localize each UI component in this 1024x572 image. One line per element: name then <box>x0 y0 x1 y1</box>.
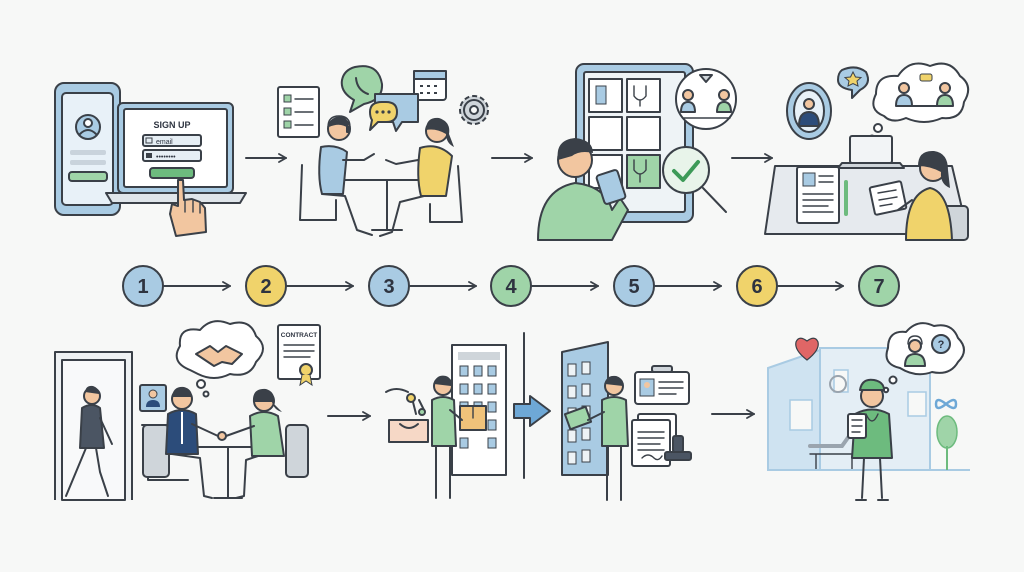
help-bubble-text: ? <box>938 339 945 351</box>
search-check-icon <box>662 146 727 213</box>
contract-heading: CONTRACT <box>281 332 317 339</box>
step-timeline: 1 2 3 4 5 6 7 <box>122 265 900 307</box>
person-with-tablet <box>537 138 629 241</box>
step-3-number: 3 <box>383 276 394 298</box>
tablet-illustration <box>575 63 694 223</box>
laptop-illustration: SIGN UP email •••••••• <box>105 102 247 204</box>
step-4-number: 4 <box>505 276 517 298</box>
step-6-number: 6 <box>751 276 762 298</box>
step-5-number: 5 <box>628 276 639 298</box>
id-card-icon <box>634 365 690 405</box>
panel-consultation <box>277 65 489 237</box>
step-1-circle <box>122 265 164 307</box>
phone-illustration <box>54 82 121 216</box>
woman-seated <box>225 388 285 499</box>
stamp-icon <box>664 435 692 461</box>
magnifier-zoom-icon <box>675 68 737 130</box>
panel-browse <box>537 63 737 241</box>
step-3-circle <box>368 265 410 307</box>
step-2: 2 <box>245 265 287 307</box>
businessman-seated <box>165 386 219 499</box>
checklist-icon <box>277 86 320 138</box>
thought-cloud-meeting <box>868 62 970 142</box>
step-6-circle <box>736 265 778 307</box>
step-3: 3 <box>368 265 410 307</box>
signup-heading: SIGN UP <box>153 120 190 130</box>
reviewer-woman <box>868 150 969 241</box>
step-1-number: 1 <box>137 276 148 298</box>
desk-laptop <box>837 135 905 169</box>
client-woman <box>379 117 463 237</box>
star-bubble-icon <box>837 66 869 99</box>
resume-document <box>796 166 840 224</box>
password-field[interactable] <box>142 149 202 162</box>
panel-review <box>764 62 970 241</box>
nurse-in-scrubs <box>847 378 893 501</box>
phone-chat-bubble-icon <box>340 65 384 113</box>
step-2-circle <box>245 265 287 307</box>
handshake-thought-cloud <box>175 320 264 398</box>
step-5: 5 <box>613 265 655 307</box>
panel-first-day: ? <box>767 322 970 501</box>
step-4-circle <box>490 265 532 307</box>
help-bubble-icon <box>931 334 951 354</box>
password-field-value: •••••••• <box>156 154 176 161</box>
open-box-icon <box>388 419 429 443</box>
step-7: 7 <box>858 265 900 307</box>
pointing-hand-icon <box>169 179 207 237</box>
step-4: 4 <box>490 265 532 307</box>
step-2-number: 2 <box>260 276 271 298</box>
panel-documents <box>561 341 692 501</box>
lock-icon <box>146 153 152 158</box>
keys-icon <box>385 388 426 416</box>
panel-relocation <box>385 332 551 499</box>
email-field[interactable] <box>142 134 202 147</box>
infinity-icon <box>934 398 958 410</box>
gear-icon <box>459 95 489 125</box>
signup-button[interactable] <box>149 167 195 179</box>
heart-icon <box>795 337 819 361</box>
contract-document: CONTRACT <box>277 324 321 387</box>
step-7-circle <box>858 265 900 307</box>
panel-signup: SIGN UP email •••••••• <box>54 82 247 237</box>
person-holding-envelope <box>563 375 629 501</box>
transfer-arrow-icon <box>513 395 551 427</box>
panel-contract: CONTRACT <box>54 320 321 501</box>
person-carrying-box <box>431 375 487 499</box>
support-thought-cloud: ? <box>882 322 965 394</box>
step-1: 1 <box>122 265 164 307</box>
step-7-number: 7 <box>873 276 884 298</box>
seal-icon <box>299 363 313 377</box>
walking-man <box>65 385 113 497</box>
step-5-circle <box>613 265 655 307</box>
email-field-label: email <box>156 139 173 146</box>
id-badge-icon <box>139 384 167 412</box>
step-6: 6 <box>736 265 778 307</box>
consultant-with-headset <box>299 115 375 236</box>
calendar-icon <box>413 70 447 101</box>
ellipsis-bubble-icon <box>369 101 398 131</box>
portrait-frame <box>786 82 832 140</box>
